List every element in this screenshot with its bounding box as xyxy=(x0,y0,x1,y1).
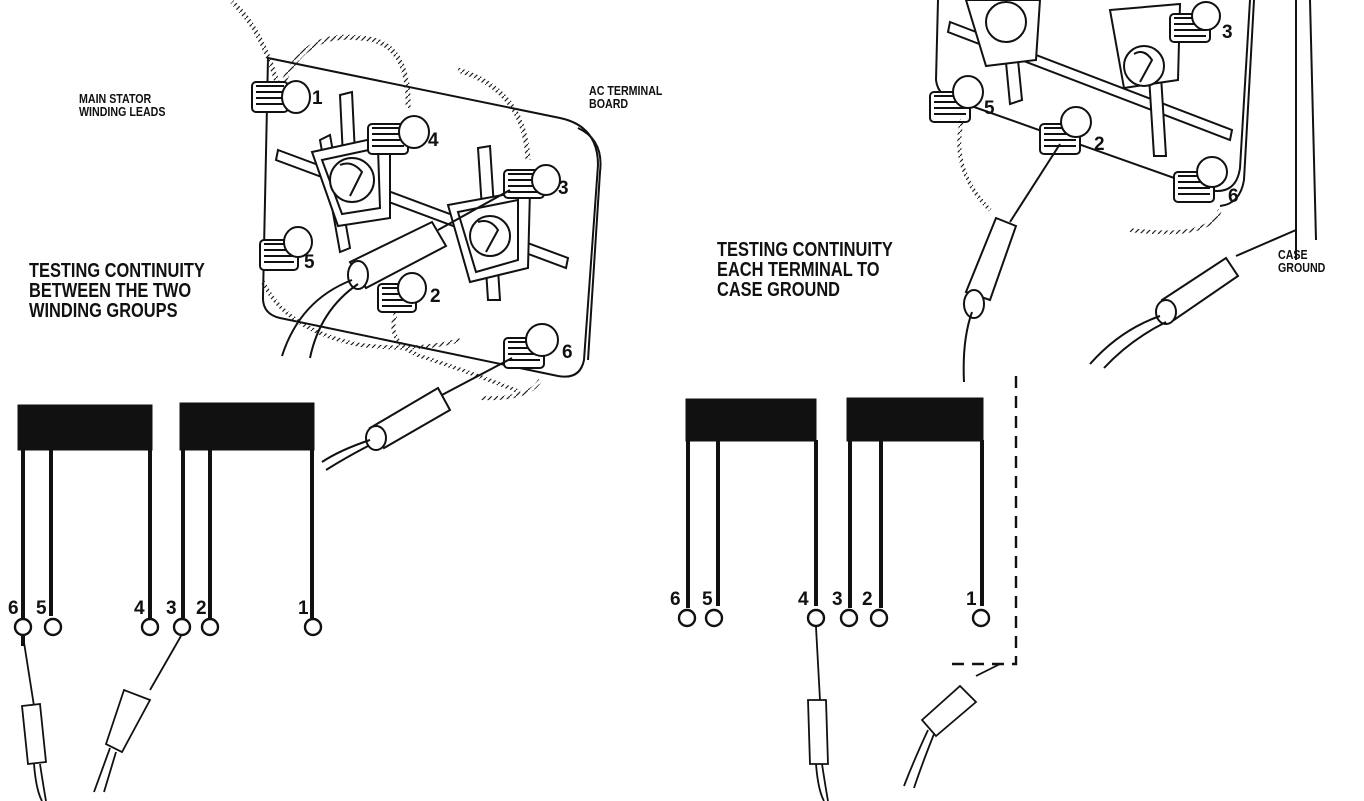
left-lead-num-4: 4 xyxy=(134,598,145,619)
right-lead-num-1: 1 xyxy=(966,589,977,610)
testing-to-case-ground-label: TESTING CONTINUITY EACH TERMINAL TO CASE… xyxy=(717,239,893,301)
right-terminal-stud-5 xyxy=(929,75,984,123)
left-lead-num-3: 3 xyxy=(166,598,177,619)
right-lead-6-terminal xyxy=(677,608,697,628)
left-lead-5-terminal xyxy=(43,617,63,637)
terminal-stud-5 xyxy=(259,226,313,271)
left-lead-4-terminal xyxy=(140,617,160,637)
right-board-num-5: 5 xyxy=(984,98,995,119)
case-ground-dashed-line xyxy=(946,376,1018,666)
right-schematic-lead-numbers: 6 5 4 3 2 1 xyxy=(670,589,977,610)
right-board-terminal-numbers: 3 5 2 6 xyxy=(984,22,1239,207)
right-winding-group-b xyxy=(846,397,984,442)
left-terminal-board xyxy=(230,0,602,471)
right-lead-3-terminal xyxy=(839,608,859,628)
test-probe-lower xyxy=(321,357,513,471)
right-lead-1-terminal xyxy=(971,608,991,628)
left-board-num-4: 4 xyxy=(428,130,439,151)
case-ground-label: CASE GROUND xyxy=(1278,247,1326,275)
left-schematic xyxy=(13,402,323,801)
right-lead-4-terminal xyxy=(806,608,826,628)
terminal-stud-2 xyxy=(377,272,427,313)
test-probe-upper xyxy=(281,189,511,359)
right-board-num-3: 3 xyxy=(1222,22,1233,43)
right-terminal-board xyxy=(929,0,1317,383)
right-lead-num-2: 2 xyxy=(862,589,873,610)
left-board-num-1: 1 xyxy=(312,88,323,109)
left-lead-6-terminal xyxy=(13,617,33,637)
right-lead-num-5: 5 xyxy=(702,589,713,610)
left-winding-group-b xyxy=(179,402,315,451)
left-winding-group-a xyxy=(17,404,153,451)
left-lead-num-5: 5 xyxy=(36,598,47,619)
ac-terminal-board-label: AC TERMINAL BOARD xyxy=(589,83,663,111)
left-lead-3-terminal xyxy=(172,617,192,637)
right-lead-num-6: 6 xyxy=(670,589,681,610)
main-stator-label: MAIN STATOR WINDING LEADS xyxy=(79,91,166,119)
terminal-stud-6 xyxy=(503,323,559,369)
right-lead-num-4: 4 xyxy=(798,589,809,610)
right-terminal-stud-3 xyxy=(1169,1,1221,43)
left-board-num-2: 2 xyxy=(430,286,441,307)
right-probe-case xyxy=(1089,229,1297,369)
terminal-stud-4 xyxy=(367,115,430,155)
left-board-num-6: 6 xyxy=(562,342,573,363)
terminal-stud-1 xyxy=(251,80,311,114)
right-lead-num-3: 3 xyxy=(832,589,843,610)
right-schematic xyxy=(677,376,1018,801)
left-board-num-3: 3 xyxy=(558,178,569,199)
left-board-num-5: 5 xyxy=(304,252,315,273)
left-board-terminal-numbers: 1 4 3 5 2 6 xyxy=(304,88,573,363)
terminal-stud-3 xyxy=(503,164,561,199)
left-lead-num-1: 1 xyxy=(298,598,309,619)
right-board-num-2: 2 xyxy=(1094,134,1105,155)
left-lead-num-6: 6 xyxy=(8,598,19,619)
right-probe-upper xyxy=(962,143,1061,383)
right-terminal-stud-6 xyxy=(1173,156,1228,203)
left-lead-num-2: 2 xyxy=(196,598,207,619)
right-board-num-6: 6 xyxy=(1228,186,1239,207)
right-terminal-stud-2 xyxy=(1039,106,1092,155)
left-lead-1-terminal xyxy=(303,617,323,637)
right-lead-5-terminal xyxy=(704,608,724,628)
left-schematic-lead-numbers: 6 5 4 3 2 1 xyxy=(8,598,309,619)
left-lead-2-terminal xyxy=(200,617,220,637)
right-winding-group-a xyxy=(685,398,817,442)
right-lead-2-terminal xyxy=(869,608,889,628)
testing-between-groups-label: TESTING CONTINUITY BETWEEN THE TWO WINDI… xyxy=(29,260,205,322)
